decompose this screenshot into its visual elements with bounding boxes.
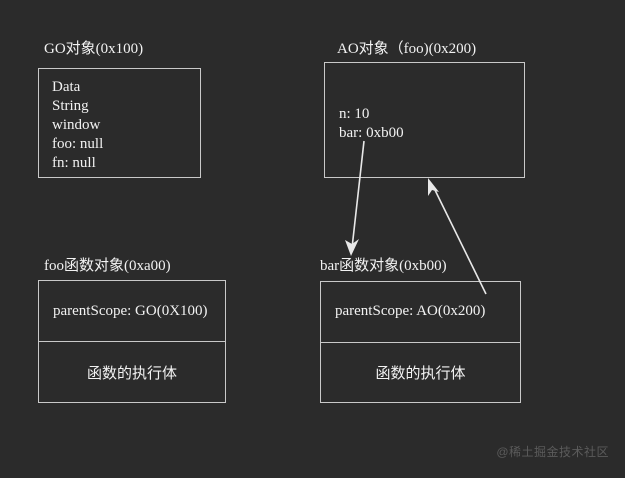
foo-function-parentscope: parentScope: GO(0X100) — [39, 281, 225, 342]
bar-function-body: 函数的执行体 — [375, 365, 466, 382]
go-object-entries: Data String window foo: null fn: null — [52, 79, 104, 171]
arrow-bar-parentscope-to-ao-head — [428, 178, 439, 196]
bar-function-label: bar函数对象(0xb00) — [320, 258, 447, 274]
ao-object-entries: n: 10 bar: 0xb00 — [339, 106, 404, 141]
ao-object-label: AO对象（foo)(0x200) — [337, 41, 477, 57]
foo-function-label: foo函数对象(0xa00) — [44, 258, 171, 274]
go-object-box — [38, 68, 201, 178]
ao-object-box — [324, 62, 525, 178]
foo-function-body: 函数的执行体 — [86, 365, 177, 382]
arrow-bar-parentscope-to-ao-line — [432, 185, 487, 295]
arrow-bar-ref-to-bar-function-head — [345, 239, 359, 256]
watermark: @稀土掘金技术社区 — [496, 445, 609, 459]
bar-function-box: parentScope: AO(0x200) 函数的执行体 — [320, 281, 521, 403]
go-object-label: GO对象(0x100) — [44, 41, 144, 57]
foo-function-box: parentScope: GO(0X100) 函数的执行体 — [38, 280, 226, 403]
bar-function-parentscope: parentScope: AO(0x200) — [321, 282, 520, 343]
